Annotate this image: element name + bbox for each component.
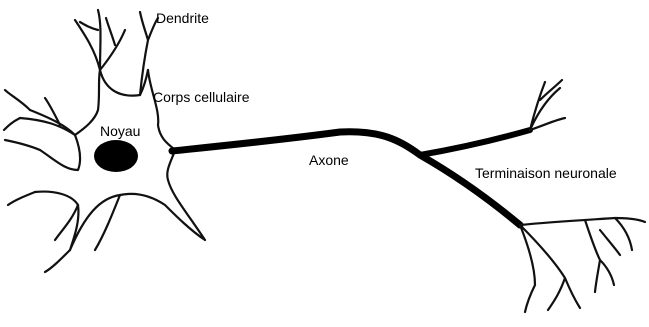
- axone-label: Axone: [309, 152, 349, 168]
- axon-branch-upper: [417, 127, 533, 158]
- dendrites: [2, 8, 160, 274]
- nucleus: [94, 140, 138, 172]
- corps-cellulaire-label: Corps cellulaire: [153, 89, 250, 105]
- noyau-label: Noyau: [100, 123, 141, 139]
- terminals-upper: [528, 78, 567, 132]
- dendrite-label: Dendrite: [156, 10, 209, 26]
- terminaison-label: Terminaison neuronale: [475, 165, 617, 181]
- terminals-lower: [518, 216, 647, 314]
- axon: [168, 128, 424, 159]
- axon-branch-lower: [416, 151, 524, 229]
